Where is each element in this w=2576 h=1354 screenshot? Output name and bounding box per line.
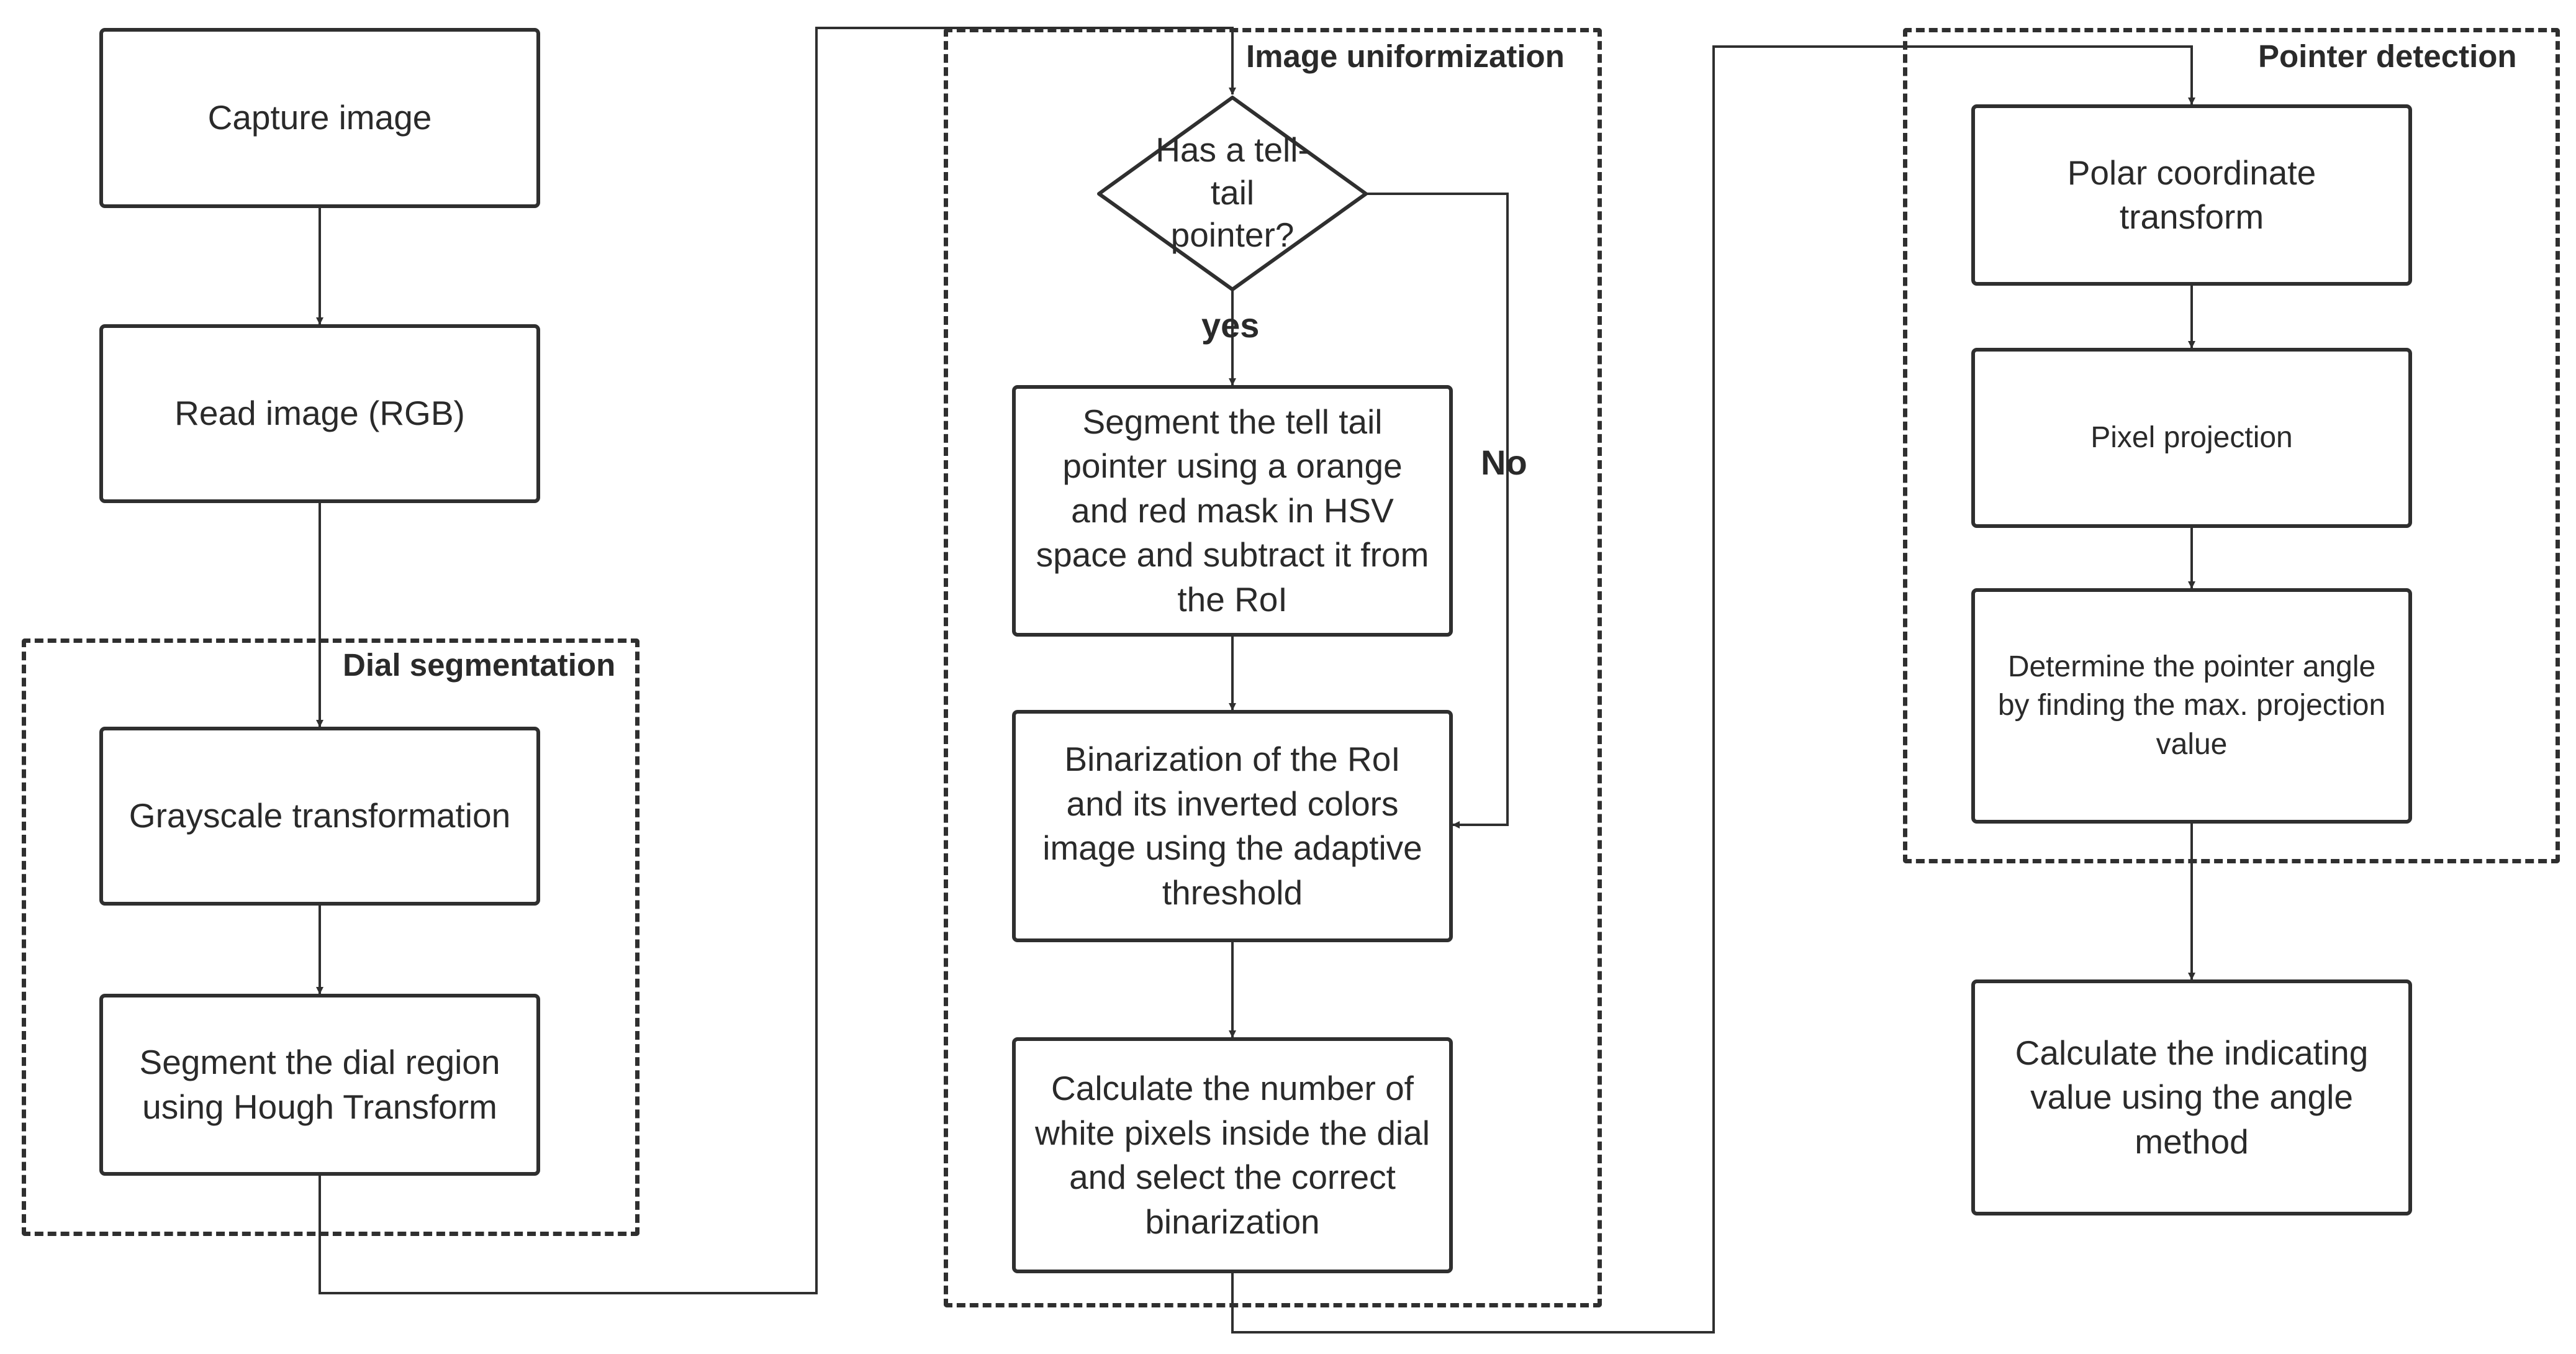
segment-dial-label: Segment the dial region using Hough Tran… <box>139 1043 500 1126</box>
group-title-image-uniformization: Image uniformization <box>1239 37 1572 76</box>
edge-label-no: No <box>1481 443 1527 482</box>
group-title-dial-segmentation: Dial segmentation <box>335 646 623 684</box>
segment-telltail-node: Segment the tell tail pointer using a or… <box>1012 385 1453 637</box>
edge-segment-dial-to-decision <box>319 27 1236 1294</box>
edge-count-to-polar <box>1231 45 2195 1334</box>
capture-image-node: Capture image <box>99 28 540 208</box>
edge-decision-no <box>1366 193 1509 829</box>
grayscale-label: Grayscale transformation <box>129 796 511 835</box>
segment-telltail-label: Segment the tell tail pointer using a or… <box>1036 402 1429 619</box>
decision-label: Has a tell-tail pointer? <box>1155 130 1309 255</box>
count-pixels-label: Calculate the number of white pixels ins… <box>1035 1069 1430 1241</box>
pointer-angle-label: Determine the pointer angle by finding t… <box>1997 650 2386 761</box>
decision-diamond <box>1097 96 1368 291</box>
polar-transform-label: Polar coordinate transform <box>2067 153 2316 237</box>
segment-dial-node: Segment the dial region using Hough Tran… <box>99 994 540 1176</box>
indicating-value-label: Calculate the indicating value using the… <box>2015 1033 2369 1161</box>
edge-label-yes: yes <box>1201 306 1260 345</box>
polar-transform-node: Polar coordinate transform <box>1971 104 2412 286</box>
grayscale-node: Grayscale transformation <box>99 727 540 906</box>
read-image-node: Read image (RGB) <box>99 324 540 503</box>
group-dial-segmentation <box>22 638 639 1236</box>
count-pixels-node: Calculate the number of white pixels ins… <box>1012 1037 1453 1273</box>
pixel-projection-node: Pixel projection <box>1971 348 2412 528</box>
group-image-uniformization <box>944 28 1602 1307</box>
binarization-node: Binarization of the RoI and its inverted… <box>1012 710 1453 942</box>
group-title-pointer-detection: Pointer detection <box>2251 37 2524 76</box>
binarization-label: Binarization of the RoI and its inverted… <box>1042 740 1422 912</box>
indicating-value-node: Calculate the indicating value using the… <box>1971 979 2412 1215</box>
capture-image-label: Capture image <box>207 98 432 137</box>
pointer-angle-node: Determine the pointer angle by finding t… <box>1971 588 2412 824</box>
read-image-label: Read image (RGB) <box>174 394 465 433</box>
group-pointer-detection <box>1903 28 2560 863</box>
pixel-projection-label: Pixel projection <box>2090 420 2293 454</box>
